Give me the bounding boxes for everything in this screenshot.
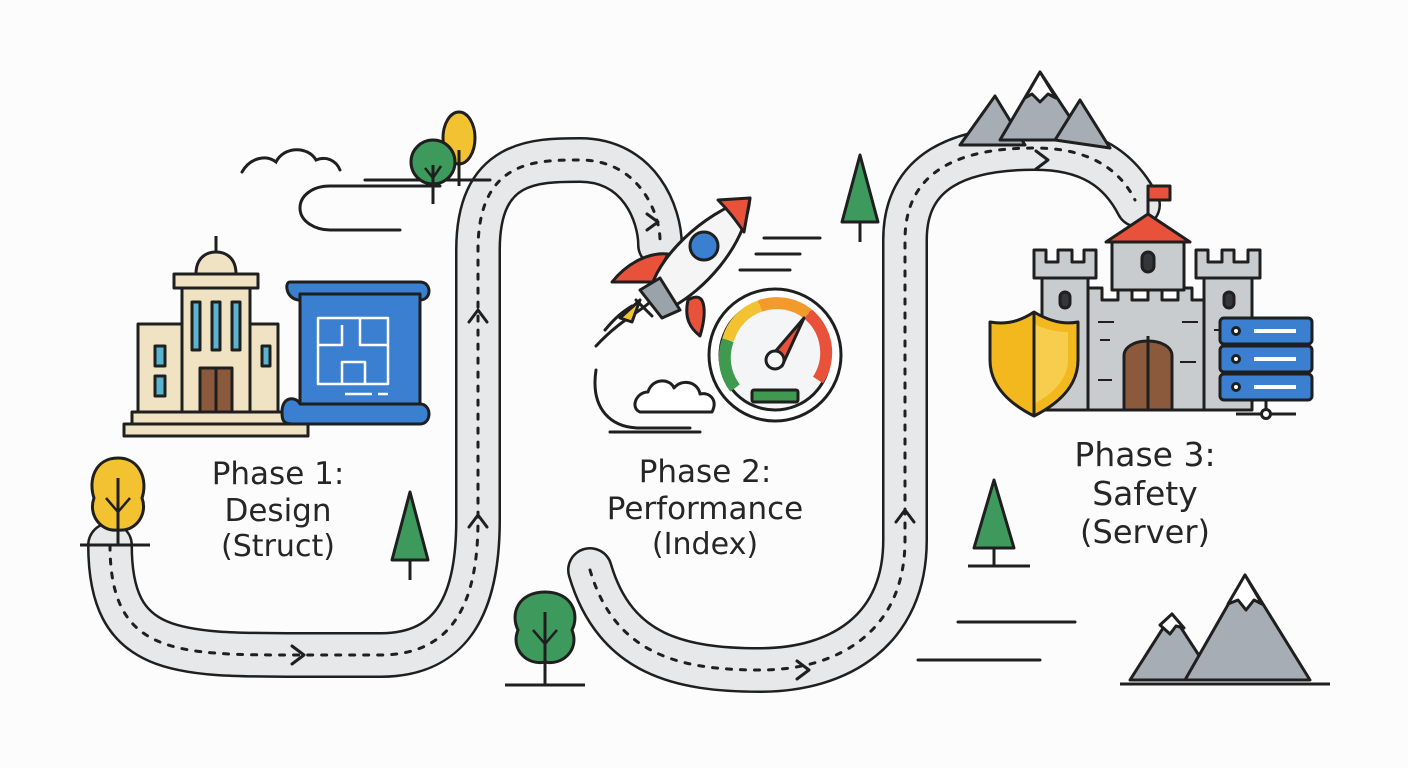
rocket-icon	[593, 196, 822, 434]
tree-icon	[409, 110, 477, 204]
phase-1-name: Design	[224, 492, 332, 529]
phase-2-label: Phase 2: Performance (Index)	[560, 454, 850, 563]
arrow-right-icon	[1034, 149, 1050, 171]
arrow-right-icon	[290, 644, 306, 666]
arrow-right-icon	[795, 659, 811, 681]
arrow-right-icon	[645, 212, 660, 232]
phase-1-title: Phase 1:	[211, 456, 345, 492]
ground-lines	[916, 620, 1077, 662]
phase-2-subtitle: (Index)	[651, 527, 759, 563]
arrow-up-icon	[467, 308, 489, 324]
tree-icon	[968, 478, 1030, 568]
phase-1-label: Phase 1: Design (Struct)	[168, 456, 388, 565]
cloud-icon	[240, 148, 492, 232]
tree-icon	[505, 590, 585, 687]
tree-icon	[840, 153, 880, 242]
arrow-up-icon	[467, 513, 489, 529]
phase-3-label: Phase 3: Safety (Server)	[1030, 435, 1260, 552]
speedometer-icon	[707, 287, 843, 423]
mountain-icon	[1120, 573, 1330, 686]
building-icon	[122, 236, 310, 438]
blueprint-icon	[280, 280, 431, 426]
phase-3-name: Safety	[1092, 473, 1198, 513]
tree-icon	[390, 490, 430, 580]
winding-road	[87, 125, 1161, 693]
phase-3-title: Phase 3:	[1074, 435, 1216, 474]
phase-2-name: Performance	[606, 490, 804, 527]
phase-2-title: Phase 2:	[638, 454, 772, 490]
arrow-up-icon	[894, 508, 916, 524]
server-icon	[1218, 316, 1314, 420]
phase-1-subtitle: (Struct)	[220, 529, 336, 565]
mountain-icon	[958, 70, 1112, 150]
tree-icon	[80, 456, 150, 547]
shield-icon	[988, 310, 1080, 418]
phase-3-subtitle: (Server)	[1080, 512, 1210, 551]
